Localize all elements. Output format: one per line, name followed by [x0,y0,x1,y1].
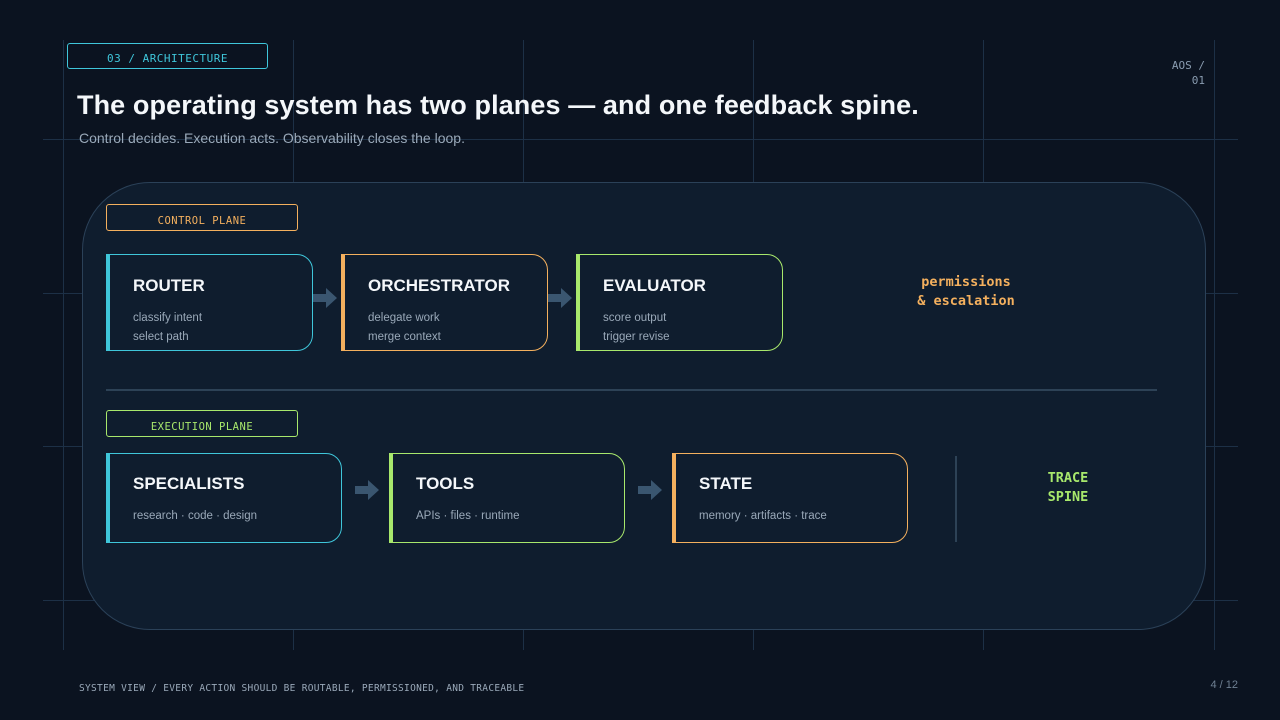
grid-line [43,139,1238,140]
node-accent-bar [106,254,110,351]
flow-arrow-icon [313,288,337,308]
tools-node: TOOLS APIs · files · runtime [389,453,625,543]
orchestrator-node: ORCHESTRATOR delegate work merge context [341,254,548,351]
page-code: AOS / 01 [1145,58,1205,88]
footer-caption: SYSTEM VIEW / EVERY ACTION SHOULD BE ROU… [79,683,525,694]
router-node: ROUTER classify intent select path [106,254,313,351]
permissions-note: permissions & escalation [890,273,1042,311]
permissions-note-line: & escalation [917,293,1015,309]
page-title: The operating system has two planes — an… [77,90,919,120]
node-description: score output trigger revise [603,309,669,347]
node-description: memory · artifacts · trace [699,510,827,522]
trace-spine-line: SPINE [1047,489,1089,505]
flow-arrow-icon [638,480,662,500]
page-subtitle: Control decides. Execution acts. Observa… [79,130,465,146]
trace-spine-label: TRACE SPINE [1018,469,1118,507]
node-title: TOOLS [416,474,475,493]
node-desc-line: delegate work [368,312,440,324]
execution-plane-label: EXECUTION PLANE [106,410,298,437]
trace-spine-line: TRACE [1047,470,1089,486]
node-title: EVALUATOR [603,276,706,295]
node-description: APIs · files · runtime [416,510,520,522]
node-description: research · code · design [133,510,258,522]
node-accent-bar [576,254,580,351]
node-title: ORCHESTRATOR [368,276,510,295]
flow-arrow-icon [355,480,379,500]
permissions-note-line: permissions [921,274,1011,290]
evaluator-node: EVALUATOR score output trigger revise [576,254,783,351]
flow-arrow-icon [548,288,572,308]
node-title: STATE [699,474,753,493]
node-desc-line: select path [133,331,189,343]
grid-line [63,40,64,650]
node-accent-bar [389,453,393,543]
state-node: STATE memory · artifacts · trace [672,453,908,543]
grid-line [1214,40,1215,650]
node-accent-bar [672,453,676,543]
node-title: ROUTER [133,276,205,295]
node-title: SPECIALISTS [133,474,245,493]
specialists-node: SPECIALISTS research · code · design [106,453,342,543]
node-description: classify intent select path [133,309,202,347]
node-accent-bar [106,453,110,543]
node-desc-line: score output [603,312,667,324]
page-code-line2: 01 [1191,74,1205,87]
page-indicator: 4 / 12 [1210,679,1238,691]
plane-divider [106,389,1157,391]
section-tag: 03 / ARCHITECTURE [67,43,268,69]
node-description: delegate work merge context [368,309,441,347]
node-desc-line: classify intent [133,312,203,324]
control-plane-label: CONTROL PLANE [106,204,298,231]
architecture-panel [82,182,1206,630]
spine-divider [955,456,957,542]
node-accent-bar [341,254,345,351]
page-code-line1: AOS / [1171,59,1205,72]
node-desc-line: trigger revise [603,331,670,343]
node-desc-line: merge context [368,331,441,343]
